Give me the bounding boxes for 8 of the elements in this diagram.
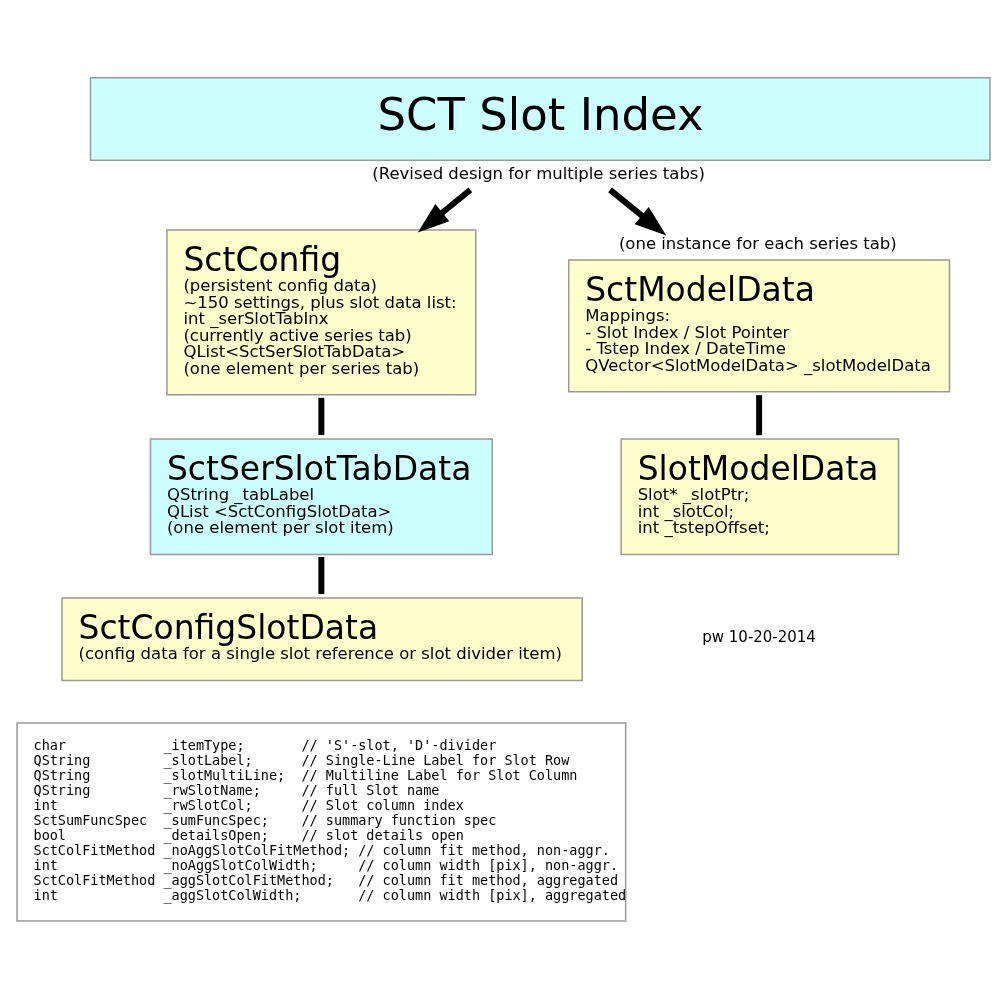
node-label: (one instance for each series tab)	[618, 233, 897, 253]
connector	[756, 394, 763, 435]
connector	[318, 556, 325, 594]
connector	[318, 397, 325, 435]
arrow	[417, 187, 473, 233]
label: pw 10-20-2014	[702, 627, 816, 646]
arrow	[608, 187, 667, 235]
node-label: (Revised design for multiple series tabs)	[372, 163, 705, 183]
